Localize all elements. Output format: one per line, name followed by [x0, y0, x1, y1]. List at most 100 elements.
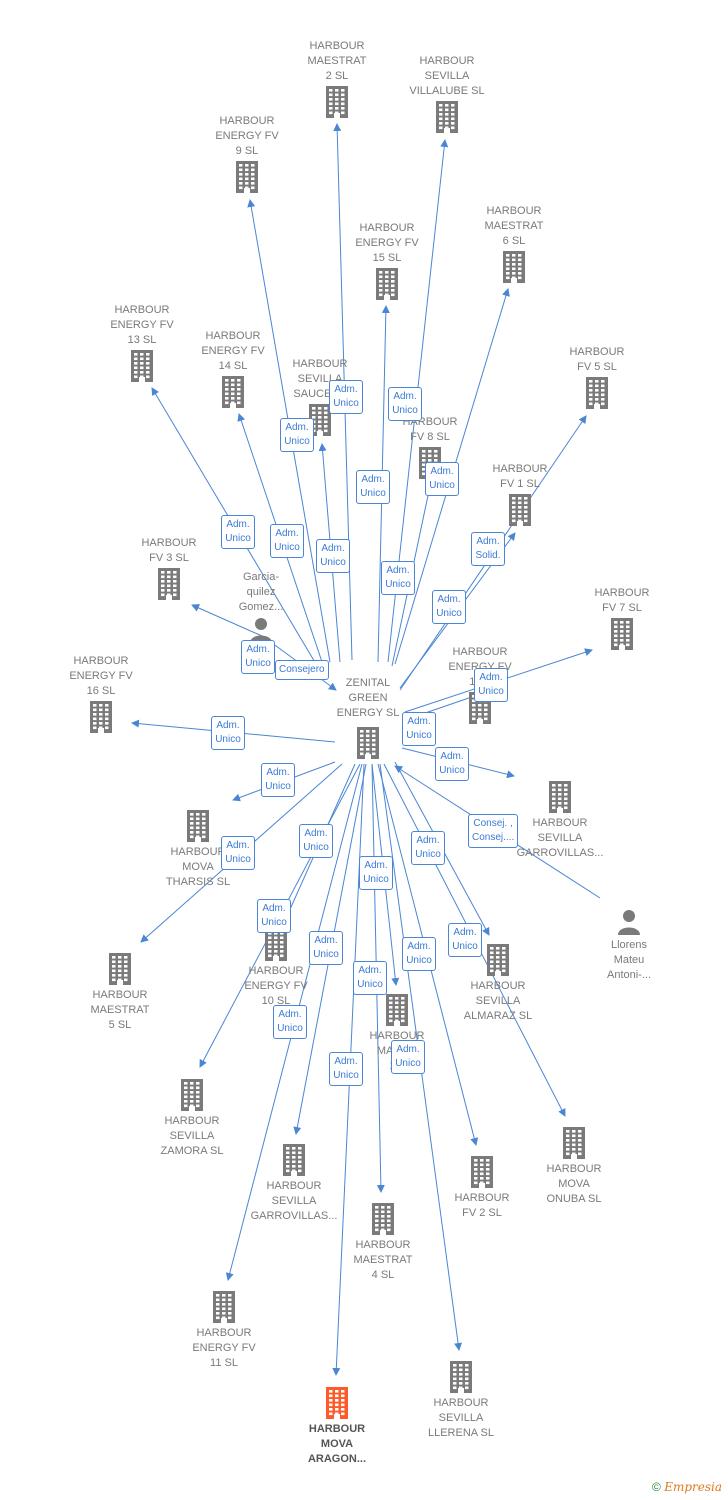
company-node[interactable]: HARBOUR SEVILLA VILLALUBE SL [392, 54, 502, 133]
company-node[interactable]: HARBOUR SEVILLA ALMARAZ SL [443, 944, 553, 1024]
company-node[interactable]: HARBOUR FV 2 SL [427, 1156, 537, 1221]
node-label: HARBOUR ENERGY FV 11 SL [192, 1327, 256, 1369]
company-node[interactable]: HARBOUR FV 5 SL [542, 345, 652, 409]
node-label: HARBOUR MAESTRAT 5 SL [90, 989, 150, 1031]
company-node[interactable]: HARBOUR MAESTRAT 6 SL [459, 204, 569, 283]
company-node[interactable]: HARBOUR MAESTRAT 4 SL [328, 1203, 438, 1283]
company-node[interactable]: HARBOUR FV 3 SL [114, 536, 224, 600]
node-label: HARBOUR SEVILLA ZAMORA SL [160, 1115, 224, 1157]
node-label: HARBOUR FV 3 SL [141, 537, 197, 564]
building-icon [611, 618, 633, 650]
building-icon [450, 1361, 472, 1393]
role-badge[interactable]: Adm. Unico [388, 387, 422, 421]
company-node[interactable]: HARBOUR MAESTRAT 2 SL [282, 39, 392, 118]
company-node[interactable]: HARBOUR MOVA ONUBA SL [519, 1127, 629, 1207]
company-node[interactable]: HARBOUR ENERGY FV 14 SL [178, 329, 288, 408]
node-label: HARBOUR ENERGY FV 16 SL [69, 655, 133, 697]
building-icon [236, 161, 258, 193]
role-badge[interactable]: Consejero [275, 660, 329, 680]
role-badge[interactable]: Adm. Unico [221, 836, 255, 870]
node-label: HARBOUR SEVILLA LLERENA SL [427, 1397, 495, 1439]
role-badge[interactable]: Adm. Unico [257, 899, 291, 933]
node-label: HARBOUR ENERGY FV 9 SL [215, 115, 279, 157]
node-label: HARBOUR ENERGY FV 13 SL [110, 304, 174, 346]
company-node[interactable]: HARBOUR ENERGY FV 13 SL [87, 303, 197, 382]
building-icon [131, 350, 153, 382]
edge-line [191, 604, 263, 637]
role-badge[interactable]: Adm. Unico [435, 747, 469, 781]
company-node[interactable]: HARBOUR SEVILLA GARROVILLAS... [239, 1144, 349, 1224]
building-icon [357, 727, 379, 759]
node-label: HARBOUR MAESTRAT 4 SL [353, 1239, 413, 1281]
company-node[interactable]: HARBOUR MAESTRAT 5 SL [65, 953, 175, 1033]
company-node[interactable]: HARBOUR SEVILLA LLERENA SL [406, 1361, 516, 1441]
company-node[interactable]: HARBOUR MOVA ARAGON... [282, 1387, 392, 1467]
company-node[interactable]: HARBOUR FV 1 SL [465, 462, 575, 526]
company-node[interactable]: HARBOUR ENERGY FV 15 SL [332, 221, 442, 300]
role-badge[interactable]: Adm. Unico [329, 380, 363, 414]
role-badge[interactable]: Adm. Unico [353, 961, 387, 995]
role-badge[interactable]: Adm. Unico [425, 462, 459, 496]
role-badge[interactable]: Adm. Unico [402, 712, 436, 746]
copyright-symbol: © [652, 1480, 661, 1494]
role-badge[interactable]: Adm. Unico [270, 524, 304, 558]
building-icon [471, 1156, 493, 1188]
role-badge[interactable]: Adm. Unico [432, 590, 466, 624]
company-node[interactable]: HARBOUR ENERGY FV 16 SL [46, 654, 156, 733]
building-icon [283, 1144, 305, 1176]
node-label: HARBOUR SEVILLA GARROVILLAS... [250, 1180, 338, 1222]
person-node[interactable]: Llorens Mateu Antoni-... [574, 909, 684, 983]
role-badge[interactable]: Adm. Unico [402, 937, 436, 971]
center-company-node[interactable]: ZENITAL GREEN ENERGY SL [313, 676, 423, 759]
role-badge[interactable]: Adm. Unico [448, 923, 482, 957]
building-icon [376, 268, 398, 300]
company-node[interactable]: HARBOUR SEVILLA GARROVILLAS... [505, 781, 615, 861]
role-badge[interactable]: Adm. Unico [241, 640, 275, 674]
building-icon [158, 568, 180, 600]
building-icon [563, 1127, 585, 1159]
role-badge[interactable]: Adm. Unico [359, 856, 393, 890]
building-icon [586, 377, 608, 409]
role-badge[interactable]: Adm. Unico [280, 418, 314, 452]
role-badge[interactable]: Adm. Unico [381, 561, 415, 595]
role-badge[interactable]: Consej. , Consej.... [468, 814, 519, 848]
role-badge[interactable]: Adm. Unico [221, 515, 255, 549]
node-label: HARBOUR SEVILLA GARROVILLAS... [516, 817, 604, 859]
company-node[interactable]: HARBOUR FV 7 SL [567, 586, 677, 650]
node-label: HARBOUR FV 5 SL [569, 346, 625, 373]
role-badge[interactable]: Adm. Unico [273, 1005, 307, 1039]
building-icon [213, 1291, 235, 1323]
building-icon [326, 1387, 348, 1419]
company-node[interactable]: HARBOUR SEVILLA ZAMORA SL [137, 1079, 247, 1159]
role-badge[interactable]: Adm. Unico [309, 931, 343, 965]
node-label: HARBOUR ENERGY FV 14 SL [201, 330, 265, 372]
node-label: HARBOUR MOVA ARAGON... [307, 1423, 367, 1465]
building-icon [503, 251, 525, 283]
building-icon [326, 86, 348, 118]
role-badge[interactable]: Adm. Unico [316, 539, 350, 573]
role-badge[interactable]: Adm. Unico [329, 1052, 363, 1086]
node-label: Garcia- quilez Gomez... [238, 571, 284, 613]
company-node[interactable]: HARBOUR ENERGY FV 9 SL [192, 114, 302, 193]
company-node[interactable]: HARBOUR ENERGY FV 10 SL [221, 929, 331, 1009]
building-icon [90, 701, 112, 733]
role-badge[interactable]: Adm. Unico [356, 470, 390, 504]
building-icon [372, 1203, 394, 1235]
role-badge[interactable]: Adm. Unico [299, 824, 333, 858]
role-badge[interactable]: Adm. Solid. [471, 532, 505, 566]
person-node[interactable]: Garcia- quilez Gomez... [206, 570, 316, 643]
building-icon [265, 929, 287, 961]
role-badge[interactable]: Adm. Unico [411, 831, 445, 865]
building-icon [109, 953, 131, 985]
role-badge[interactable]: Adm. Unico [474, 668, 508, 702]
building-icon [181, 1079, 203, 1111]
company-node[interactable]: HARBOUR ENERGY FV 11 SL [169, 1291, 279, 1371]
node-label: HARBOUR MOVA THARSIS SL [165, 846, 231, 888]
role-badge[interactable]: Adm. Unico [391, 1040, 425, 1074]
building-icon [386, 994, 408, 1026]
role-badge[interactable]: Adm. Unico [261, 763, 295, 797]
company-node[interactable]: HARBOUR MOVA THARSIS SL [143, 810, 253, 890]
node-label: HARBOUR SEVILLA ALMARAZ SL [463, 980, 533, 1022]
role-badge[interactable]: Adm. Unico [211, 716, 245, 750]
brand-logo[interactable]: Empresia [664, 1480, 722, 1494]
